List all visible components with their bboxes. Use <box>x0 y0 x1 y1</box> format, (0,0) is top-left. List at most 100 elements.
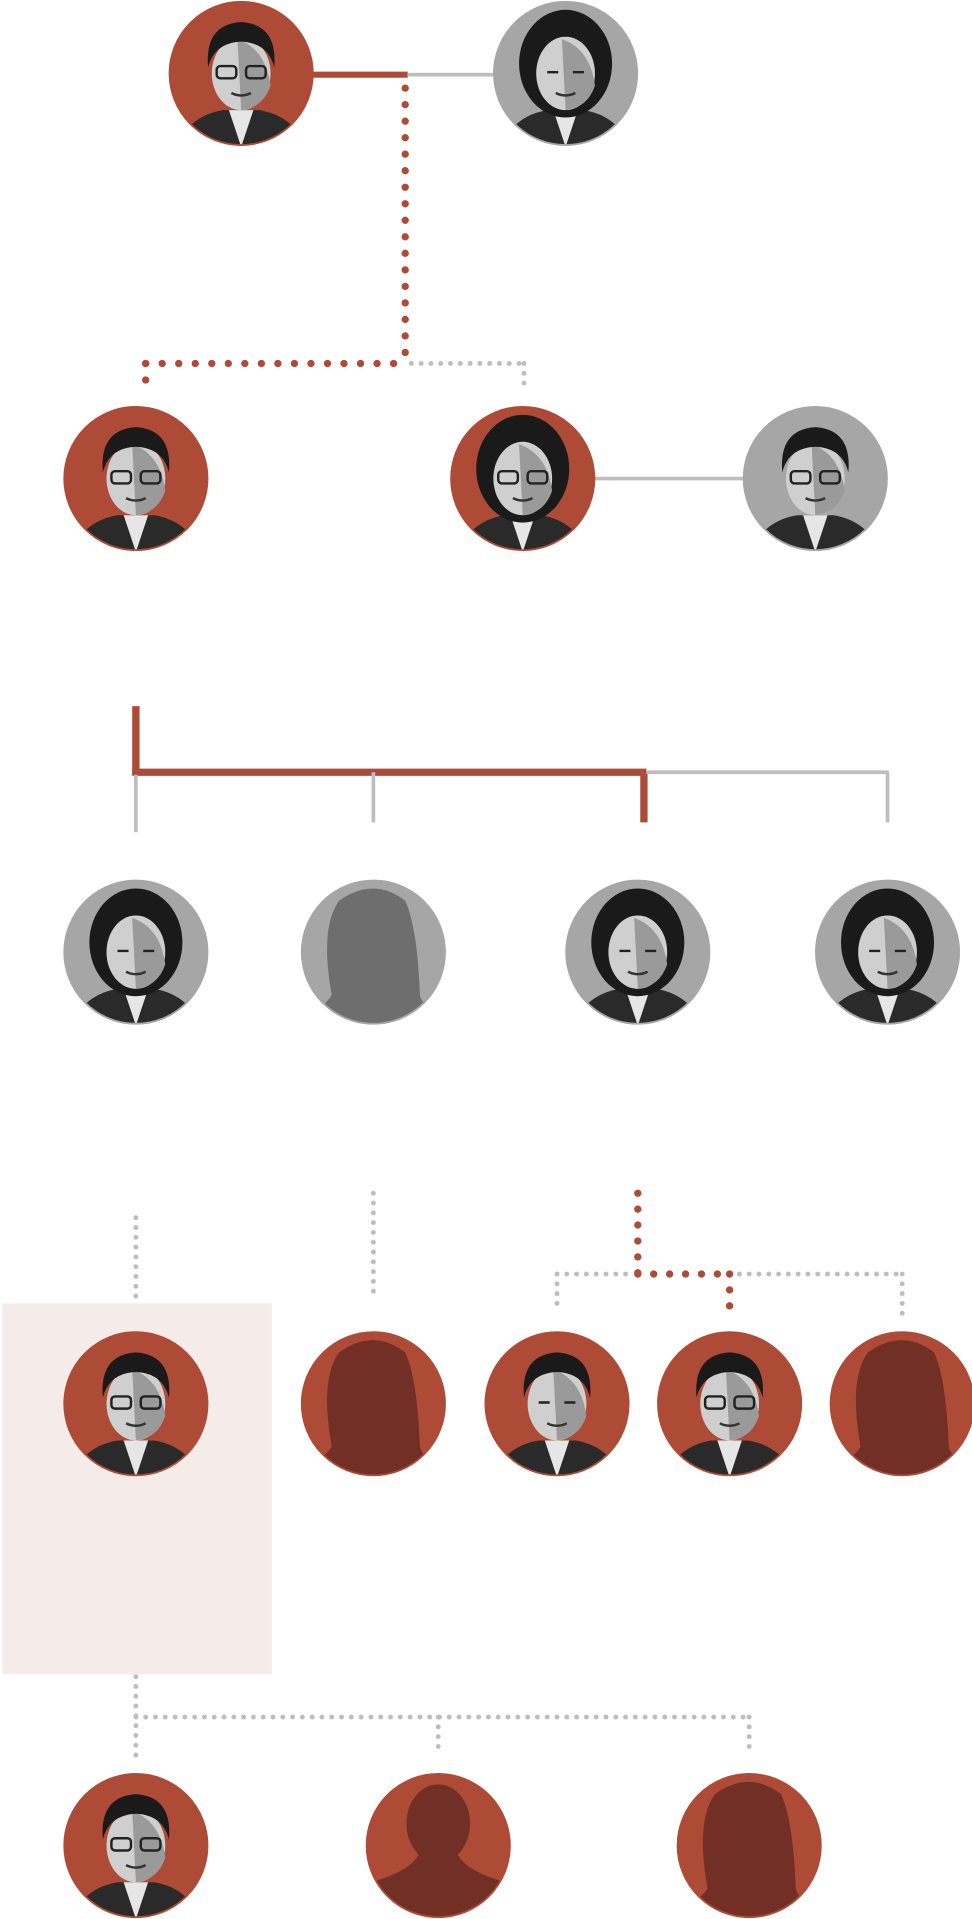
hair-icon <box>207 22 275 68</box>
glasses-icon <box>139 1837 162 1852</box>
glasses-icon <box>215 64 238 80</box>
person-node-gen2-daughter[interactable] <box>450 406 596 558</box>
person-node-gen3-son-3[interactable] <box>657 1331 803 1484</box>
glasses-icon <box>110 1395 133 1410</box>
mouth-icon <box>627 970 649 976</box>
hair-icon <box>781 427 849 473</box>
portrait-ring <box>365 1773 511 1919</box>
face-shadow-icon <box>725 1369 759 1441</box>
portrait <box>676 1782 822 1918</box>
portrait <box>68 427 204 551</box>
glasses-icon <box>733 1395 756 1410</box>
mouth-icon <box>125 1864 147 1869</box>
collar-icon <box>717 1440 742 1476</box>
collar-icon <box>123 1440 149 1476</box>
portrait <box>301 1340 446 1476</box>
face-shadow-icon <box>883 917 917 989</box>
portrait-ring <box>657 1331 803 1477</box>
portrait-ring <box>300 879 446 1025</box>
silhouette-head-icon <box>406 1784 471 1863</box>
face-shadow-icon <box>553 1369 587 1441</box>
portrait-ring <box>63 406 209 552</box>
portrait <box>301 888 446 1025</box>
person-node-gen2-partner-2[interactable] <box>300 879 447 1038</box>
collar-icon <box>875 988 900 1025</box>
mouth-icon <box>804 496 826 502</box>
hair-icon <box>102 1352 170 1398</box>
person-node-gen2-partner-1[interactable] <box>63 879 209 1032</box>
portrait <box>747 427 883 551</box>
hair-icon <box>102 1794 170 1840</box>
silhouette-female-icon <box>301 888 446 1025</box>
portrait-ring <box>676 1773 822 1919</box>
portrait-ring <box>168 0 314 146</box>
collar-icon <box>553 110 578 146</box>
silhouette-female-icon <box>829 1340 972 1476</box>
face-shadow-icon <box>132 1369 166 1441</box>
face-shadow-icon <box>811 444 845 516</box>
collar-icon <box>123 1882 149 1918</box>
collar-icon <box>123 515 149 551</box>
mouth-icon <box>125 496 147 502</box>
person-node-gen1-patriarch[interactable] <box>168 0 314 153</box>
silhouette-female-icon <box>301 1340 446 1476</box>
mouth-icon <box>719 1422 740 1428</box>
collar-icon <box>544 1440 570 1476</box>
face-shadow-icon <box>132 917 166 989</box>
person-node-gen2-son[interactable] <box>63 406 209 558</box>
glasses-icon <box>110 1837 133 1852</box>
mouth-icon <box>125 970 147 976</box>
portrait-ring <box>63 1773 209 1919</box>
collar-icon <box>803 515 828 551</box>
portrait-ring <box>829 1331 972 1477</box>
person-node-gen3-daughter-2[interactable] <box>829 1331 972 1490</box>
face-shadow-icon <box>132 1811 166 1883</box>
person-node-gen4-daughter[interactable] <box>676 1773 823 1919</box>
mouth-icon <box>546 1422 568 1428</box>
face-shadow-icon <box>519 444 553 516</box>
person-node-gen3-daughter-1[interactable] <box>300 1331 447 1490</box>
person-node-gen2-partner-4[interactable] <box>814 879 961 1032</box>
collar-icon <box>510 515 535 551</box>
glasses-icon <box>789 469 812 485</box>
portrait-ring <box>300 1331 446 1477</box>
glasses-icon <box>526 469 549 485</box>
glasses-icon <box>244 64 267 80</box>
silhouette-female-icon <box>676 1782 822 1918</box>
portrait-ring <box>565 879 711 1025</box>
collar-icon <box>228 110 254 146</box>
face-shadow-icon <box>237 39 271 111</box>
glasses-icon <box>139 469 162 485</box>
face-shadow-icon <box>561 39 595 111</box>
mouth-icon <box>877 970 898 976</box>
collar-icon <box>123 988 149 1025</box>
glasses-icon <box>703 1395 726 1410</box>
hair-icon <box>102 427 170 473</box>
portrait-ring <box>450 406 596 552</box>
person-node-gen4-son-2[interactable] <box>365 1773 512 1919</box>
mouth-icon <box>125 1422 147 1428</box>
portrait <box>820 888 955 1025</box>
mouth-icon <box>555 91 576 97</box>
glasses-icon <box>818 469 842 485</box>
person-node-gen1-spouse[interactable] <box>493 0 639 153</box>
hair-icon <box>696 1352 763 1398</box>
glasses-icon <box>139 1395 162 1410</box>
hair-icon <box>523 1352 591 1398</box>
glasses-icon <box>110 469 133 485</box>
person-node-gen4-son-1[interactable] <box>63 1773 209 1919</box>
glasses-icon <box>497 469 520 485</box>
portrait-ring <box>63 1331 209 1477</box>
person-node-gen2-partner-3[interactable] <box>565 879 711 1032</box>
person-node-gen2-son-in-law[interactable] <box>742 406 888 558</box>
mouth-icon <box>512 496 534 502</box>
face-shadow-icon <box>132 444 166 516</box>
portrait-ring <box>484 1331 630 1477</box>
portrait-ring <box>814 879 961 1025</box>
portrait-ring <box>742 406 888 552</box>
portrait-ring <box>63 879 209 1025</box>
person-node-gen3-son-2[interactable] <box>484 1331 630 1484</box>
portrait <box>829 1340 972 1476</box>
portrait-ring <box>493 0 639 146</box>
